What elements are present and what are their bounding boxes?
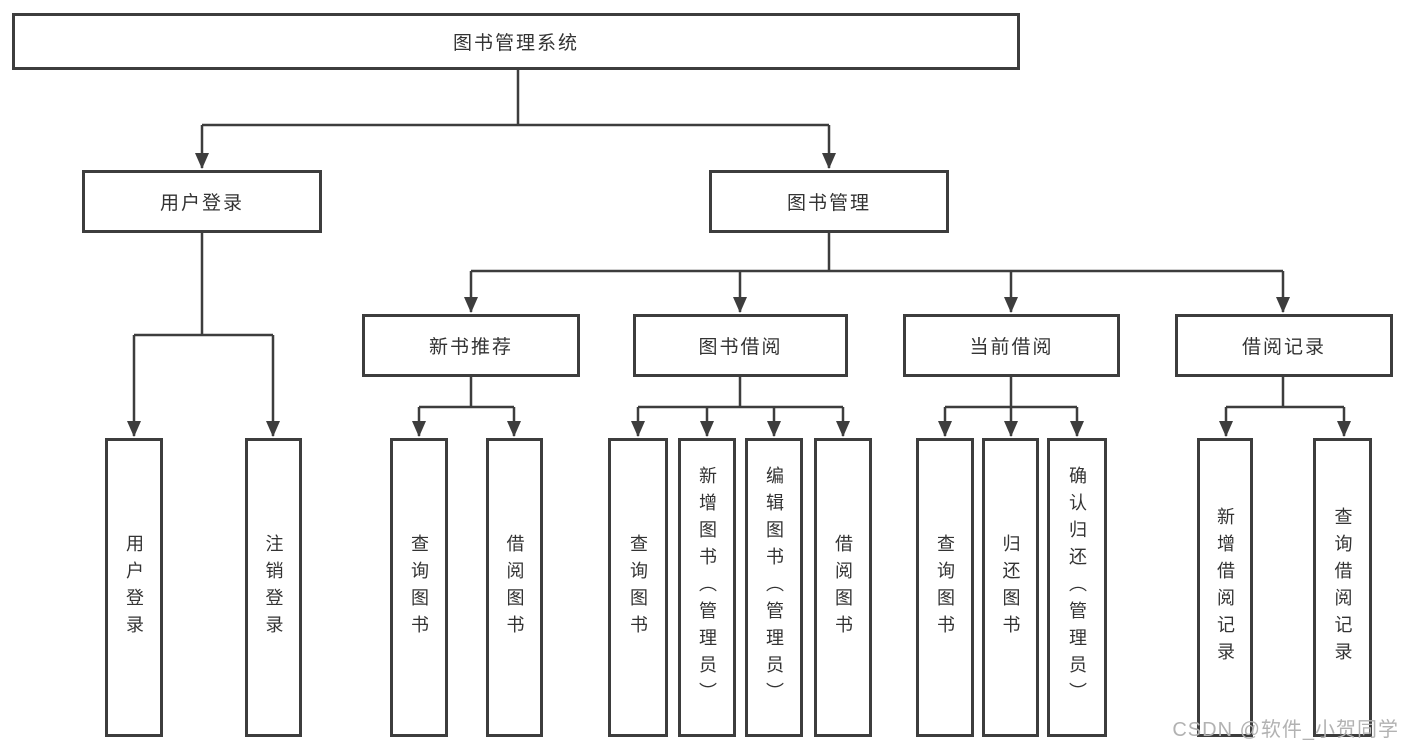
node-label: 图书管理系统	[452, 33, 579, 54]
node-label: 用户登录	[124, 533, 144, 642]
node-label: 图书借阅	[698, 337, 783, 358]
node-label: 用户登录	[159, 193, 244, 214]
node-label: 借阅图书	[833, 533, 853, 642]
node-library-management-system: 图书管理系统	[12, 13, 1020, 70]
leaf-edit-book-admin: 编辑图书（管理员）	[745, 438, 803, 737]
node-label: 新增图书（管理员）	[697, 466, 717, 709]
node-borrowing-records: 借阅记录	[1175, 314, 1393, 377]
node-label: 图书管理	[786, 193, 871, 214]
node-label: 编辑图书（管理员）	[764, 466, 784, 709]
node-label: 查询图书	[628, 533, 648, 642]
leaf-add-book-admin: 新增图书（管理员）	[678, 438, 736, 737]
node-label: 借阅图书	[504, 533, 525, 642]
node-user-login: 用户登录	[82, 170, 322, 233]
node-label: 借阅记录	[1241, 337, 1326, 358]
leaf-query-books-recommend: 查询图书	[390, 438, 448, 737]
leaf-user-login: 用户登录	[105, 438, 163, 737]
leaf-add-borrow-record: 新增借阅记录	[1197, 438, 1253, 737]
leaf-query-books-current: 查询图书	[916, 438, 974, 737]
leaf-borrow-books-borrow: 借阅图书	[814, 438, 872, 737]
node-book-management: 图书管理	[709, 170, 949, 233]
leaf-query-books-borrow: 查询图书	[608, 438, 668, 737]
node-label: 归还图书	[1000, 533, 1021, 642]
csdn-watermark: CSDN @软件_小贺同学	[1172, 719, 1399, 741]
node-label: 查询借阅记录	[1332, 506, 1353, 669]
node-label: 新书推荐	[428, 337, 513, 358]
leaf-return-book: 归还图书	[982, 438, 1039, 737]
node-label: 查询图书	[409, 533, 429, 642]
leaf-query-borrow-record: 查询借阅记录	[1313, 438, 1372, 737]
node-label: 查询图书	[935, 533, 955, 642]
node-book-borrowing: 图书借阅	[633, 314, 848, 377]
leaf-logout: 注销登录	[245, 438, 302, 737]
node-label: 确认归还（管理员）	[1067, 466, 1087, 709]
node-label: 当前借阅	[969, 337, 1054, 358]
node-new-book-recommendation: 新书推荐	[362, 314, 580, 377]
node-label: 注销登录	[263, 533, 284, 642]
node-current-borrowing: 当前借阅	[903, 314, 1120, 377]
leaf-borrow-books-recommend: 借阅图书	[486, 438, 543, 737]
node-label: 新增借阅记录	[1215, 506, 1235, 669]
leaf-confirm-return-admin: 确认归还（管理员）	[1047, 438, 1107, 737]
